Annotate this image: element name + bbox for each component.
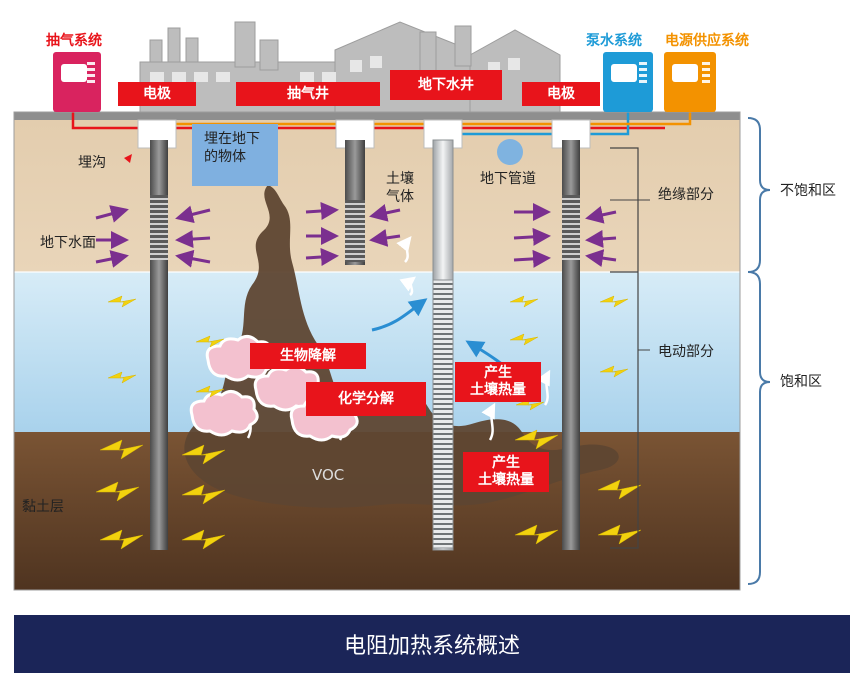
electrode-right-label: 电极	[522, 82, 600, 106]
unsaturated-zone-label: 不饱和区	[780, 183, 836, 199]
power-unit	[664, 52, 716, 112]
soil-heat-label-2: 产生 土壤热量	[463, 452, 549, 492]
electric-sparks	[95, 295, 642, 550]
groundwater-well-label: 地下水井	[390, 70, 502, 100]
insulation-section-label: 绝缘部分	[658, 187, 714, 203]
electrokinetic-section-label: 电动部分	[658, 344, 714, 360]
extraction-unit	[53, 52, 101, 112]
buried-object-box	[192, 124, 278, 186]
footer-title: 电阻加热系统概述	[343, 634, 520, 659]
buried-object-label: 埋在地下 的物体	[204, 131, 260, 165]
footer-title-banner: 电阻加热系统概述	[14, 615, 850, 673]
power-system-label: 电源供应系统	[665, 33, 749, 49]
trench-marker	[124, 154, 132, 163]
pump-unit	[603, 52, 653, 112]
vadose-layer	[14, 120, 740, 272]
zone-braces	[747, 117, 771, 585]
extraction-system-label: 抽气系统	[46, 33, 102, 49]
saturated-zone-label: 饱和区	[780, 374, 822, 390]
ground-surface	[14, 112, 740, 120]
vapor-well-label: 抽气井	[236, 82, 380, 106]
buried-pipe-circle	[497, 139, 523, 165]
voc-label: VOC	[312, 466, 345, 484]
insulation-bracket	[610, 147, 639, 549]
chemical-decomposition-label: 化学分解	[306, 382, 426, 416]
biodegradation-label: 生物降解	[250, 343, 366, 369]
trench-label: 埋沟	[78, 155, 106, 171]
vapor-inflow-arrows	[95, 202, 617, 268]
clay-layer-label: 黏土层	[22, 499, 64, 515]
electrode-left-label: 电极	[118, 82, 196, 106]
pipeline-label: 地下管道	[480, 171, 536, 187]
pump-system-label: 泵水系统	[586, 33, 642, 49]
soil-heat-label-1: 产生 土壤热量	[455, 362, 541, 402]
water-table-label: 地下水面	[40, 235, 96, 251]
soil-gas-label: 土壤 气体	[386, 171, 414, 205]
